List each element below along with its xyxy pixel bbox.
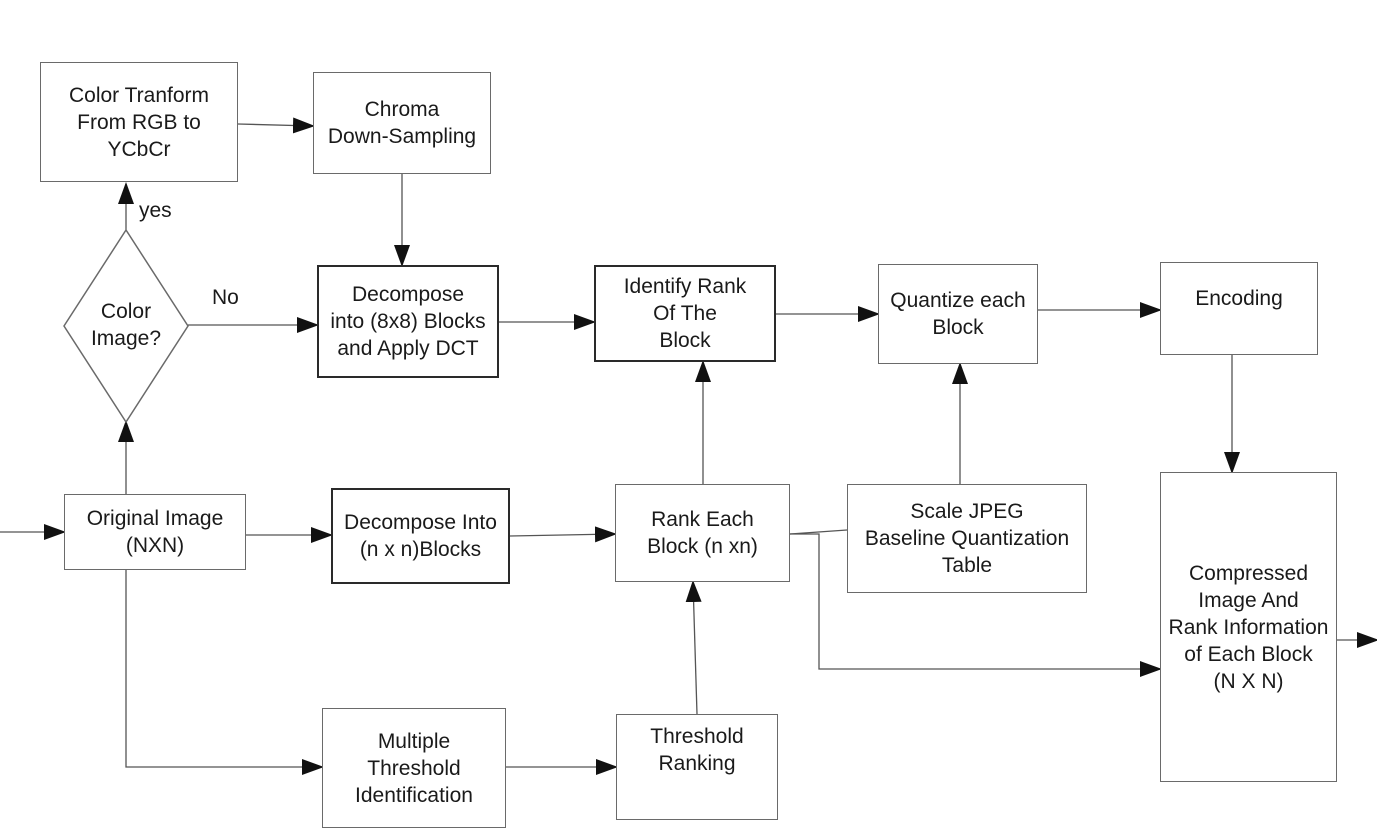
- scale-jpeg-box: Scale JPEG Baseline Quantization Table: [847, 484, 1087, 593]
- decompose-8x8-line-2: into (8x8) Blocks: [330, 310, 486, 333]
- color-transform-box: Color Tranform From RGB to YCbCr: [40, 62, 238, 182]
- chroma-box: Chroma Down-Sampling: [313, 72, 491, 174]
- compressed-line-4: of Each Block: [1184, 642, 1313, 666]
- threshold-ranking-box: Threshold Ranking: [616, 714, 778, 820]
- compressed-line-2: Image And: [1198, 588, 1299, 612]
- compressed-line-5: (N X N): [1213, 669, 1284, 693]
- chroma-line-2: Down-Sampling: [327, 125, 477, 148]
- edge-rank-to-compressed: [790, 533, 1162, 677]
- decompose-nxn-box: Decompose Into (n x n)Blocks: [331, 488, 510, 584]
- decompose-nxn-line-2: (n x n)Blocks: [359, 538, 482, 561]
- quantize-line-1: Quantize each: [890, 289, 1026, 312]
- multiple-threshold-box: Multiple Threshold Identification: [322, 708, 506, 828]
- edge-ranking-to-rank: [685, 580, 702, 715]
- decision-line-1: Color: [100, 300, 152, 323]
- rank-each-line-1: Rank Each: [651, 508, 754, 531]
- decision-label: Color Image?: [76, 298, 176, 352]
- threshold-ranking-line-1: Threshold: [650, 725, 744, 748]
- edge-rank-to-scale: [789, 529, 848, 535]
- identify-rank-line-2: Of The: [653, 302, 717, 325]
- rank-each-line-2: Block (n xn): [647, 535, 758, 558]
- threshold-ranking-line-2: Ranking: [658, 752, 736, 775]
- rank-each-box: Rank Each Block (n xn): [615, 484, 790, 582]
- edge-label-yes: yes: [139, 199, 172, 222]
- color-transform-line-1: Color Tranform: [68, 83, 210, 107]
- color-transform-line-2: From RGB to: [77, 110, 201, 134]
- encoding-line-1: Encoding: [1195, 287, 1283, 310]
- quantize-box: Quantize each Block: [878, 264, 1038, 364]
- scale-jpeg-line-3: Table: [941, 554, 993, 577]
- edge-label-no: No: [212, 286, 239, 309]
- scale-jpeg-line-1: Scale JPEG: [910, 500, 1024, 523]
- original-line-2: (NXN): [125, 534, 185, 557]
- edge-decompose-nxn-to-rank: [509, 526, 617, 543]
- decompose-8x8-line-1: Decompose: [351, 283, 465, 306]
- compressed-line-3: Rank Information: [1168, 615, 1329, 639]
- original-line-1: Original Image: [86, 507, 224, 530]
- multiple-threshold-line-1: Multiple: [377, 729, 451, 753]
- encoding-box: Encoding: [1160, 262, 1318, 355]
- color-transform-line-3: YCbCr: [107, 137, 171, 161]
- original-image-box: Original Image (NXN): [64, 494, 246, 570]
- decompose-nxn-line-1: Decompose Into: [344, 511, 497, 534]
- quantize-line-2: Block: [932, 316, 984, 339]
- compressed-line-1: Compressed: [1188, 561, 1309, 585]
- identify-rank-box: Identify Rank Of The Block: [594, 265, 776, 362]
- compressed-box: Compressed Image And Rank Information of…: [1160, 472, 1337, 782]
- decision-line-2: Image?: [90, 327, 162, 350]
- edge-original-to-threshold: [125, 570, 324, 775]
- edge-transform-to-chroma: [237, 117, 315, 134]
- scale-jpeg-line-2: Baseline Quantization: [864, 527, 1070, 550]
- decompose-8x8-line-3: and Apply DCT: [337, 337, 479, 360]
- identify-rank-line-3: Block: [659, 329, 711, 352]
- identify-rank-line-1: Identify Rank: [623, 275, 747, 298]
- chroma-line-1: Chroma: [364, 98, 440, 121]
- decompose-8x8-box: Decompose into (8x8) Blocks and Apply DC…: [317, 265, 499, 378]
- decision-diamond: [63, 228, 189, 424]
- multiple-threshold-line-2: Threshold: [367, 756, 461, 780]
- multiple-threshold-line-3: Identification: [355, 783, 473, 807]
